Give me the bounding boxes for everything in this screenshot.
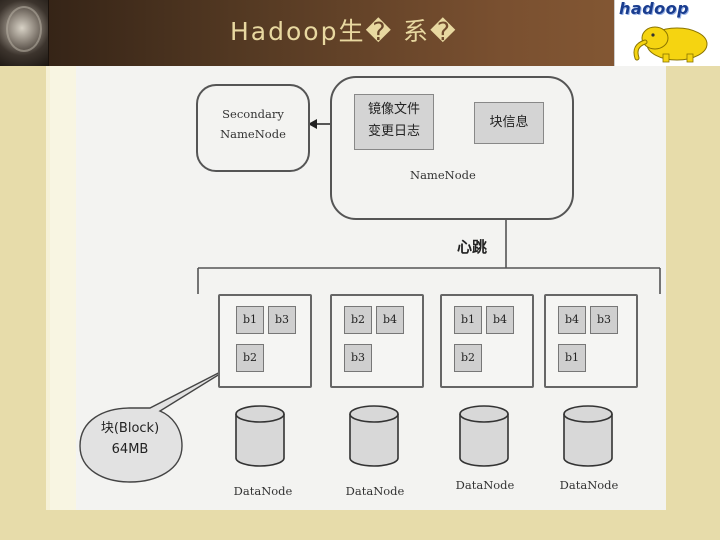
data-block: b1	[454, 306, 482, 334]
datanode-box: b2 b4 b3	[330, 294, 424, 388]
hadoop-logo: hadoop	[614, 0, 720, 66]
data-block: b4	[558, 306, 586, 334]
data-block: b2	[344, 306, 372, 334]
data-block: b1	[558, 344, 586, 372]
datanode-label: DataNode	[559, 478, 619, 492]
disk-cylinder	[349, 405, 399, 467]
datanode-box: b1 b4 b2	[440, 294, 534, 388]
hadoop-logo-wordmark: hadoop	[619, 0, 690, 18]
secondary-namenode-label: Secondary NameNode	[220, 107, 286, 141]
elephant-icon	[633, 26, 708, 63]
block-callout-label: 块(Block) 64MB	[100, 421, 160, 457]
namenode-label: NameNode	[410, 168, 476, 182]
block-info-box: 块信息	[474, 102, 544, 144]
heartbeat-label: 心跳	[457, 238, 488, 256]
datanode-label: DataNode	[233, 484, 293, 498]
data-block: b1	[236, 306, 264, 334]
disk-cylinder	[459, 405, 509, 467]
title-bar: Hadoop生� 系� hadoop	[0, 0, 720, 66]
datanode-label: DataNode	[455, 478, 515, 492]
datanode-box: b4 b3 b1	[544, 294, 638, 388]
arrow-head-left	[308, 119, 317, 129]
header-thumbnail-image	[0, 0, 49, 66]
left-margin-strip	[46, 66, 50, 510]
image-editlog-box: 镜像文件 变更日志	[354, 94, 434, 150]
disk-cylinder	[563, 405, 613, 467]
data-block: b4	[376, 306, 404, 334]
data-block: b3	[590, 306, 618, 334]
data-block: b2	[454, 344, 482, 372]
slide-title: Hadoop生� 系�	[230, 17, 458, 46]
data-block: b3	[344, 344, 372, 372]
secondary-namenode-box	[196, 84, 310, 172]
callout-bubble	[79, 363, 237, 483]
disk-cylinder	[235, 405, 285, 467]
data-block: b3	[268, 306, 296, 334]
datanode-label: DataNode	[345, 484, 405, 498]
data-block: b4	[486, 306, 514, 334]
datanode-box: b1 b3 b2	[218, 294, 312, 388]
thumbnail-ring	[6, 6, 42, 52]
data-block: b2	[236, 344, 264, 372]
